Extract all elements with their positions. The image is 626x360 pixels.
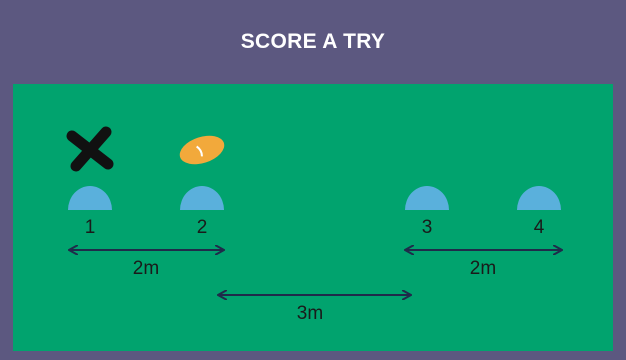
x-player-icon — [66, 126, 114, 172]
distance-label-1-2: 2m — [133, 258, 159, 279]
cone-label-4: 4 — [534, 217, 545, 238]
playing-field — [10, 84, 616, 354]
rugby-ball-icon — [179, 135, 225, 165]
cone-1-icon — [68, 186, 112, 210]
frame-border-bottom — [0, 354, 626, 360]
cone-label-2: 2 — [197, 217, 208, 238]
distance-label-2-3: 3m — [297, 303, 323, 324]
cone-3-icon — [405, 186, 449, 210]
frame-border-left — [0, 84, 10, 360]
cone-label-3: 3 — [422, 217, 433, 238]
header-band — [0, 0, 626, 84]
frame-border-right — [616, 84, 626, 360]
cone-2-icon — [180, 186, 224, 210]
cone-label-1: 1 — [85, 217, 96, 238]
cone-4-icon — [517, 186, 561, 210]
distance-label-3-4: 2m — [470, 258, 496, 279]
diagram-title: SCORE A TRY — [240, 30, 386, 53]
